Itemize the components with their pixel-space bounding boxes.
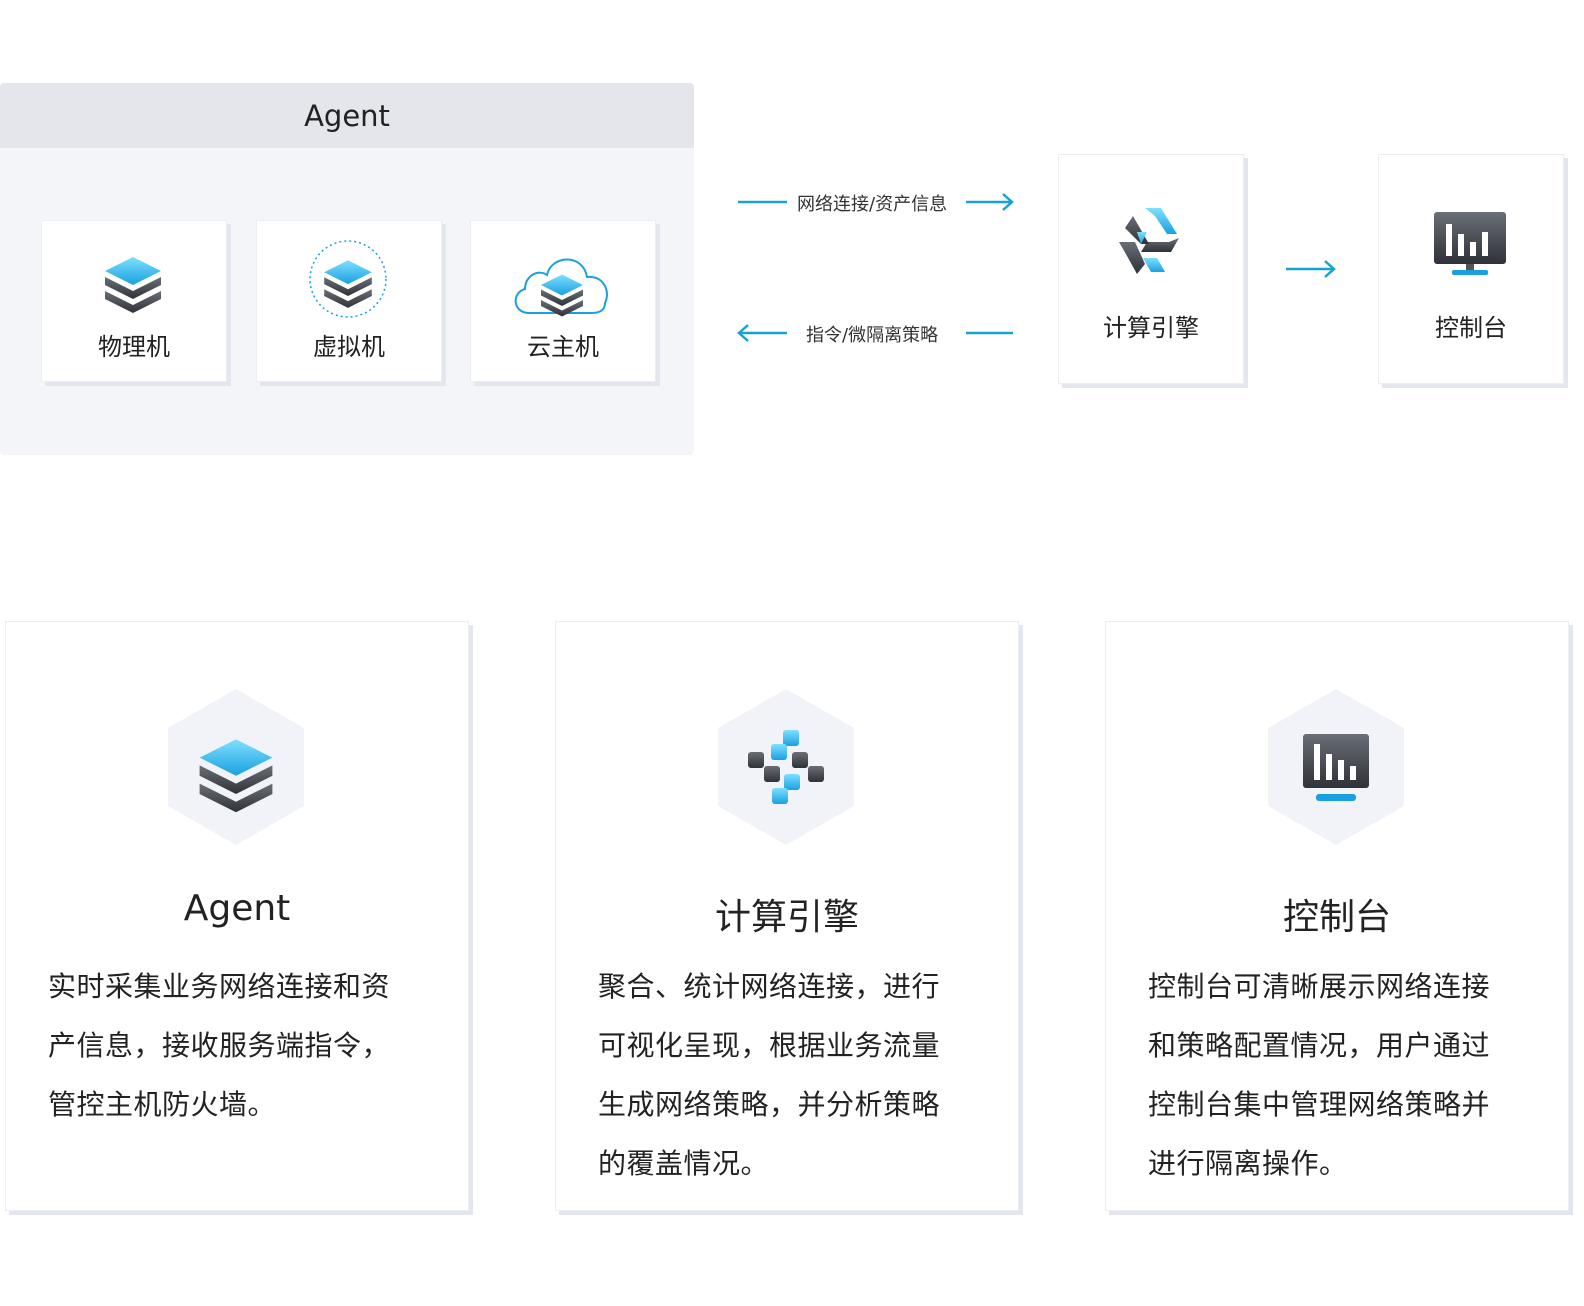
- upstream-arrow: [738, 193, 1014, 211]
- desc-line: 控制台可清晰展示网络连接: [1148, 970, 1491, 1003]
- server-stack-icon: [168, 689, 304, 845]
- card-description: 聚合、统计网络连接，进行 可视化呈现，根据业务流量 生成网络策略，并分析策略 的…: [598, 957, 978, 1193]
- upstream-label: 网络连接/资产信息: [797, 194, 948, 215]
- blocks-icon: [718, 689, 854, 845]
- desc-line: 实时采集业务网络连接和资: [48, 970, 391, 1003]
- downstream-label: 指令/微隔离策略: [806, 325, 939, 346]
- feature-card-agent: Agent 实时采集业务网络连接和资 产信息，接收服务端指令， 管控主机防火墙。: [5, 621, 469, 1211]
- cloud-server-icon: [514, 258, 608, 317]
- server-stack-icon: [105, 257, 161, 313]
- host-label: 物理机: [98, 333, 170, 361]
- console-label: 控制台: [1435, 314, 1507, 342]
- desc-line: 可视化呈现，根据业务流量: [598, 1029, 941, 1062]
- desc-line: 的覆盖情况。: [598, 1147, 770, 1180]
- desc-line: 控制台集中管理网络策略并: [1148, 1088, 1491, 1121]
- console-node: 控制台: [1378, 154, 1564, 384]
- host-card-cloud: 云主机: [470, 220, 656, 382]
- card-title: 计算引擎: [714, 897, 859, 938]
- virtual-server-icon: [309, 240, 387, 318]
- desc-line: 产信息，接收服务端指令，: [48, 1029, 391, 1062]
- desc-line: 进行隔离操作。: [1148, 1147, 1348, 1180]
- engine-to-console-arrow: [1286, 260, 1336, 278]
- host-card-physical: 物理机: [41, 220, 227, 382]
- host-card-virtual: 虚拟机: [256, 220, 442, 382]
- agent-panel-title: Agent: [0, 83, 694, 148]
- engine-swirl-icon: [1119, 208, 1179, 274]
- feature-card-console: 控制台 控制台可清晰展示网络连接 和策略配置情况，用户通过 控制台集中管理网络策…: [1105, 621, 1569, 1211]
- card-title: 控制台: [1282, 897, 1391, 938]
- desc-line: 聚合、统计网络连接，进行: [598, 970, 941, 1003]
- monitor-chart-icon: [1268, 689, 1404, 845]
- card-description: 实时采集业务网络连接和资 产信息，接收服务端指令， 管控主机防火墙。: [48, 957, 428, 1134]
- engine-label: 计算引擎: [1103, 314, 1199, 342]
- downstream-arrow: [737, 324, 1013, 342]
- desc-line: 生成网络策略，并分析策略: [598, 1088, 941, 1121]
- host-label: 云主机: [527, 333, 599, 361]
- agent-panel: Agent 物理机 虚拟机 云主机: [0, 83, 694, 455]
- host-label: 虚拟机: [313, 333, 385, 361]
- desc-line: 和策略配置情况，用户通过: [1148, 1029, 1491, 1062]
- card-title: Agent: [183, 888, 291, 929]
- desc-line: 管控主机防火墙。: [48, 1088, 277, 1121]
- monitor-chart-icon: [1434, 212, 1506, 275]
- feature-card-engine: 计算引擎 聚合、统计网络连接，进行 可视化呈现，根据业务流量 生成网络策略，并分…: [555, 621, 1019, 1211]
- engine-node: 计算引擎: [1058, 154, 1244, 384]
- card-description: 控制台可清晰展示网络连接 和策略配置情况，用户通过 控制台集中管理网络策略并 进…: [1148, 957, 1528, 1193]
